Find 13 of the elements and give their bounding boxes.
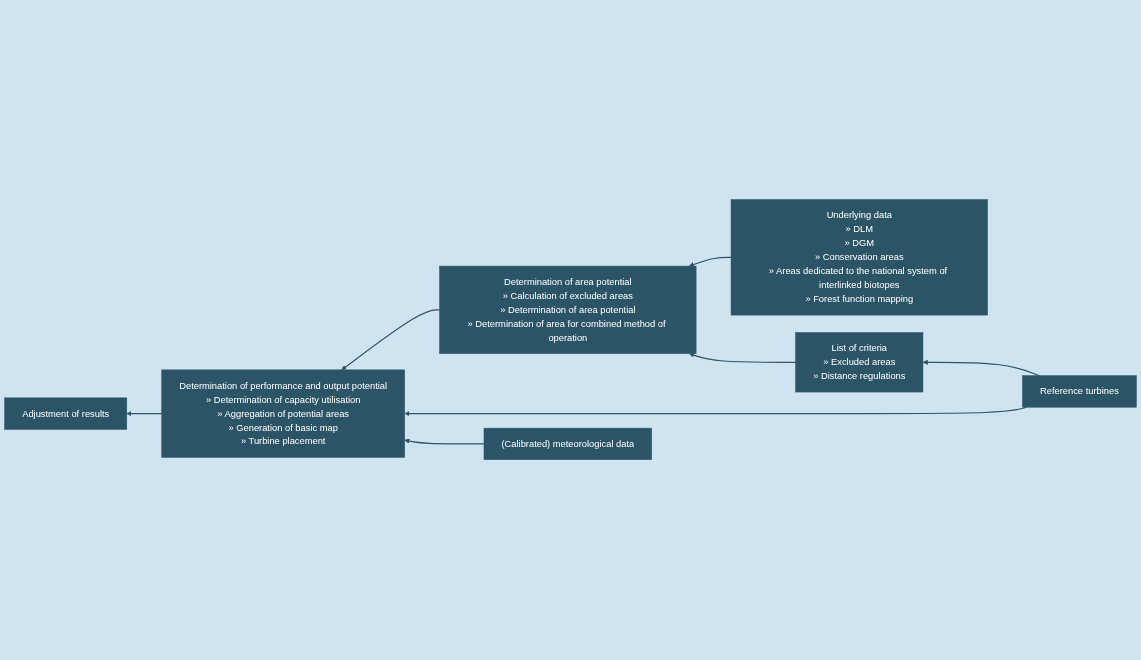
node-box: Underlying data » DLM » DGM » Conservation areas » Areas dedicated to the national system of interlinked biotopes » Forest function mapping [730, 199, 988, 316]
arrow [689, 353, 797, 364]
node-box: List of criteria » Excluded areas » Distance regulations [795, 332, 924, 393]
node-box: Reference turbines [1022, 375, 1137, 408]
arrow [404, 438, 485, 445]
arrow [126, 411, 163, 417]
node-box: Determination of area potential » Calculation of excluded areas » Determination of area potential » Determination of area for combined method of operation [439, 266, 697, 355]
node-box: (Calibrated) meteorological data [483, 428, 652, 461]
arrow [341, 309, 441, 371]
node-box: Determination of performance and output potential » Determination of capacity utilisation » Aggregation of potential areas » Generation of basic map » Turbine placement [161, 369, 405, 458]
arrow [922, 360, 1040, 377]
arrow [689, 257, 732, 268]
node-box: Adjustment of results [4, 397, 128, 430]
